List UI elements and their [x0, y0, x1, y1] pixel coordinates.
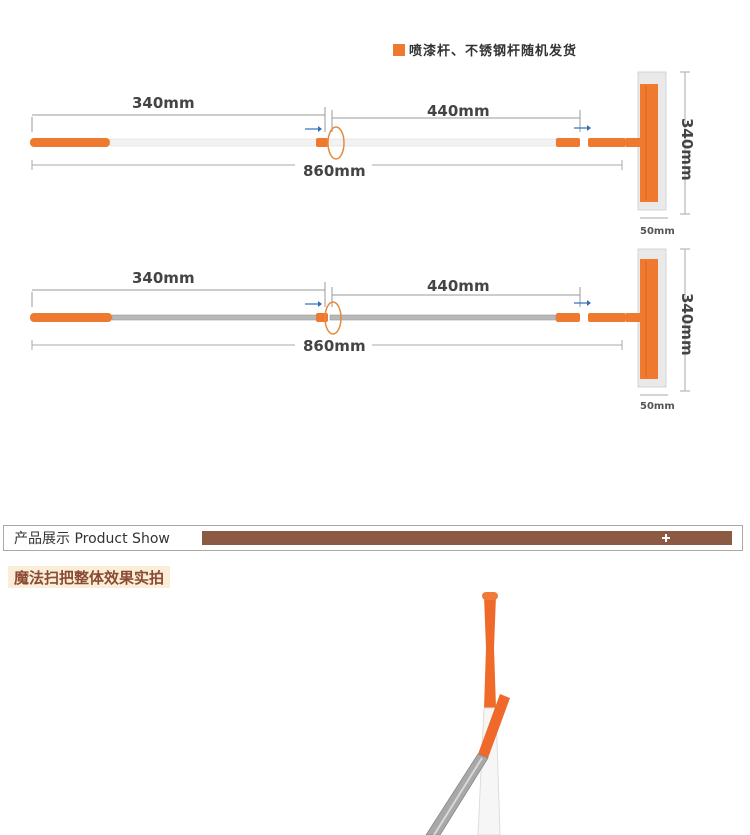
- dim-segment-left: 340mm: [132, 269, 195, 287]
- handle-grip: [30, 138, 110, 147]
- legend-swatch: [393, 43, 405, 56]
- dim-segment-right: 440mm: [427, 277, 490, 295]
- head-connector: [588, 313, 626, 322]
- section-title: 产品展示 Product Show: [14, 531, 170, 547]
- pole-segment-1: [109, 138, 321, 147]
- dim-head-height: 340mm: [678, 118, 696, 181]
- pole-segment-2: [329, 314, 557, 321]
- mop-diagram-white-pole: [30, 71, 690, 219]
- section-band: [202, 531, 732, 545]
- legend: 喷漆杆、不锈钢杆随机发货: [393, 40, 577, 59]
- pole-segment-1: [111, 314, 318, 321]
- pole-segment-2: [329, 138, 557, 147]
- subheading: 魔法扫把整体效果实拍: [8, 566, 171, 588]
- dim-total: 860mm: [303, 162, 366, 180]
- rotate-ring: [324, 301, 342, 335]
- dim-segment-left: 340mm: [132, 94, 195, 112]
- mop-diagram-steel-pole: [30, 248, 690, 396]
- legend-text: 喷漆杆、不锈钢杆随机发货: [409, 44, 578, 59]
- plus-icon: [662, 534, 670, 542]
- dim-head-height: 340mm: [678, 293, 696, 356]
- dim-head-width: 50mm: [640, 401, 675, 412]
- dim-total: 860mm: [303, 337, 366, 355]
- section-header-product-show: 产品展示 Product Show: [3, 525, 743, 551]
- rotate-ring: [327, 126, 345, 160]
- handle-grip: [30, 313, 112, 322]
- head-connector: [588, 138, 626, 147]
- product-photo: [425, 592, 510, 835]
- dim-segment-right: 440mm: [427, 102, 490, 120]
- dim-head-width: 50mm: [640, 226, 675, 237]
